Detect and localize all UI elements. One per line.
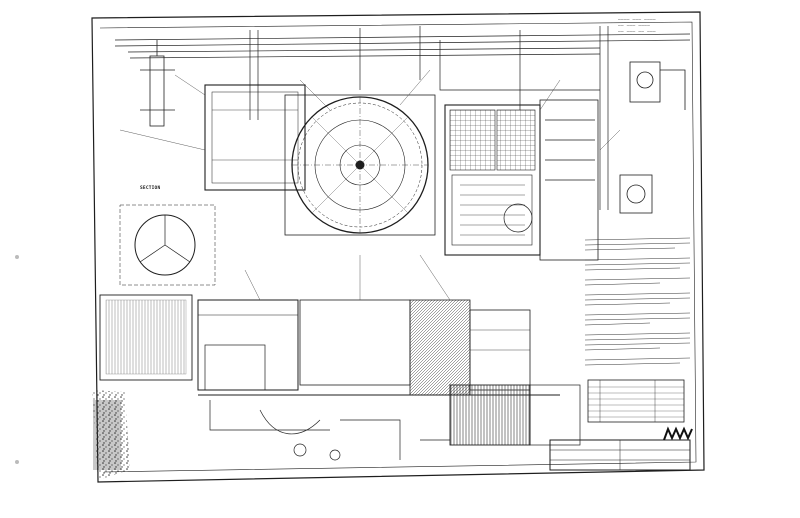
section-circle-detail	[119, 204, 216, 286]
left-detail-stub	[140, 40, 175, 127]
upper-right-detail	[619, 61, 686, 214]
main-enclosure	[204, 84, 306, 191]
section-label: SECTION	[140, 186, 161, 191]
top-pipe-runs	[114, 26, 691, 210]
tank-frame	[284, 94, 436, 236]
bottom-piping	[209, 400, 450, 461]
scan-artifacts	[92, 390, 130, 480]
general-notes	[584, 237, 691, 366]
title-block-frame	[549, 439, 691, 471]
lower-left-panel	[99, 294, 193, 381]
material-table	[587, 379, 685, 423]
title-block-line-3: —— ——— —— ———	[618, 30, 656, 35]
binder-hole-top	[15, 255, 19, 259]
title-block-line-2: —— ——— ————	[618, 24, 651, 29]
circular-tank	[291, 96, 429, 234]
title-block-line-1: ———— ——— ————	[618, 18, 656, 23]
lower-right-block	[449, 384, 581, 446]
lower-elevation	[197, 299, 560, 396]
handwritten-initials-stamp	[662, 426, 696, 444]
callout-leaders	[119, 69, 621, 301]
binder-hole-bottom	[15, 460, 19, 464]
sheet-border	[91, 11, 705, 483]
far-right-stack	[539, 99, 599, 261]
right-equipment-block	[444, 104, 541, 256]
